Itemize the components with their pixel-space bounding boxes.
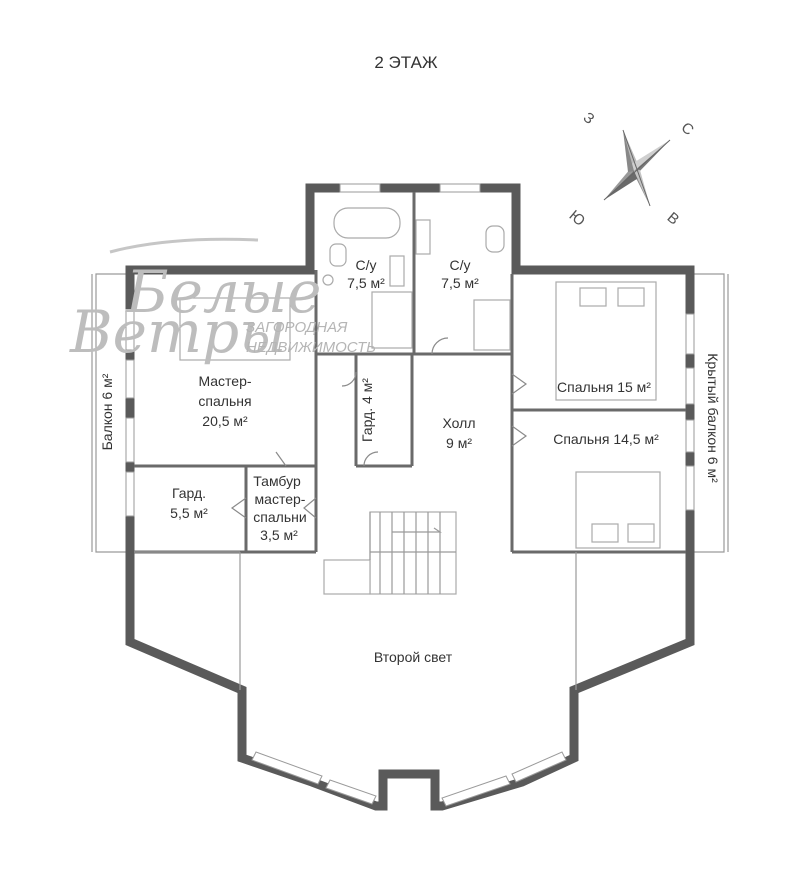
tambour-area: 3,5 м²	[260, 527, 298, 543]
balcony-left-label: Балкон 6 м²	[99, 373, 115, 450]
bath1-name: С/у	[356, 257, 377, 273]
second-light-label: Второй свет	[374, 649, 453, 665]
floor-title: 2 ЭТАЖ	[374, 53, 438, 72]
compass-icon	[603, 129, 671, 207]
watermark-logo: Белые Ветры ЗАГОРОДНАЯ НЕДВИЖИМОСТЬ	[69, 237, 376, 366]
bed15-label: Спальня 15 м²	[557, 379, 651, 395]
closet55-area: 5,5 м²	[170, 505, 208, 521]
bath2-name: С/у	[450, 257, 471, 273]
compass-east: В	[664, 209, 683, 228]
master-name2: спальня	[198, 393, 251, 409]
watermark-line1: Белые	[125, 258, 321, 326]
hall-name: Холл	[443, 415, 476, 431]
bath-fixtures	[322, 207, 511, 351]
balcony-right-label: Крытый балкон 6 м²	[705, 353, 721, 483]
bath2-area: 7,5 м²	[441, 275, 479, 291]
doors	[230, 337, 528, 519]
bath1-area: 7,5 м²	[347, 275, 385, 291]
staircase	[323, 511, 457, 595]
interior-walls	[134, 192, 686, 690]
balcony-right-outline	[690, 273, 729, 553]
master-area: 20,5 м²	[202, 413, 248, 429]
balcony-left-outline	[91, 273, 130, 553]
watermark-line4: НЕДВИЖИМОСТЬ	[246, 339, 376, 356]
beds	[179, 281, 661, 549]
watermark-line3: ЗАГОРОДНАЯ	[246, 319, 348, 336]
hall-area: 9 м²	[446, 435, 472, 451]
windows	[125, 183, 695, 807]
watermark-line2: Ветры	[69, 298, 286, 366]
tambour-line1: Тамбур	[253, 473, 301, 489]
compass-west: З	[580, 109, 598, 128]
compass-south: Ю	[566, 207, 589, 230]
closet4-label: Гард. 4 м²	[359, 378, 375, 442]
compass-north: С	[678, 119, 697, 139]
bed145-label: Спальня 14,5 м²	[553, 431, 659, 447]
closet55-name: Гард.	[172, 485, 206, 501]
tambour-line2: мастер-	[255, 491, 306, 507]
tambour-line3: спальни	[253, 509, 306, 525]
exterior-walls	[125, 183, 695, 811]
master-name1: Мастер-	[198, 373, 251, 389]
